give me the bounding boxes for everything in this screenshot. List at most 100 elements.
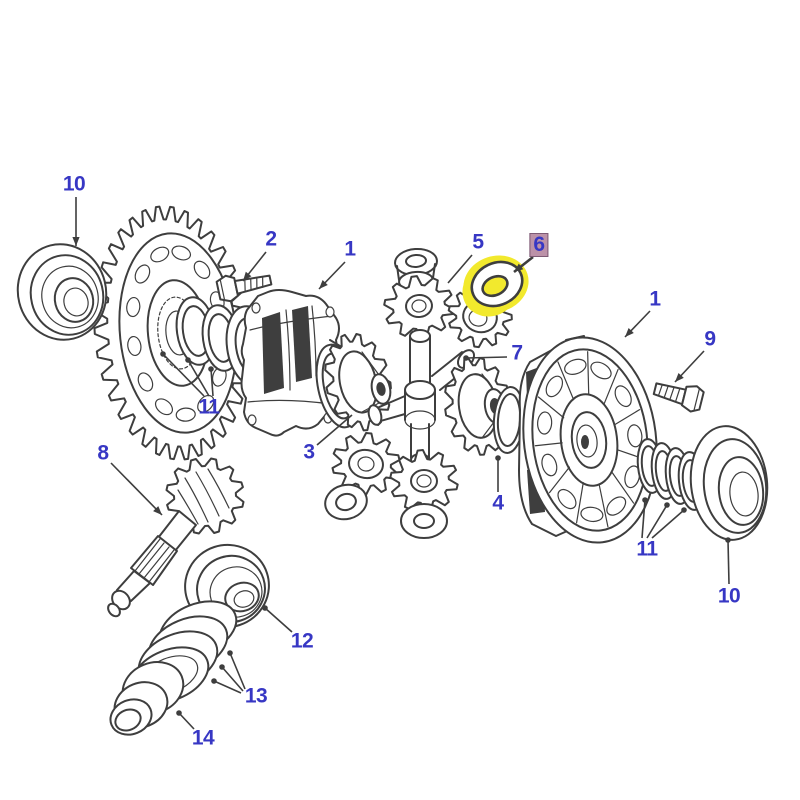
pinion-gear xyxy=(107,457,245,618)
callout-1[interactable]: 1 xyxy=(344,237,356,261)
leader-dot xyxy=(642,497,648,503)
callout-7[interactable]: 7 xyxy=(511,341,523,365)
leader-dot xyxy=(262,605,268,611)
leader-lines xyxy=(72,197,731,730)
leader-dot xyxy=(185,357,191,363)
flange-spoke xyxy=(611,472,635,504)
leader-line xyxy=(187,359,210,397)
bolt-hole xyxy=(541,453,558,477)
callout-10[interactable]: 10 xyxy=(62,172,86,196)
callout-11[interactable]: 11 xyxy=(198,395,220,419)
flange-spoke xyxy=(587,351,590,395)
callout-5[interactable]: 5 xyxy=(472,230,484,254)
bolt-hole xyxy=(557,488,577,510)
spider-pinion-bottom xyxy=(389,449,459,513)
bolt-hole xyxy=(150,246,170,263)
callout-2[interactable]: 2 xyxy=(265,227,277,251)
bearing-front-left xyxy=(16,243,108,341)
bolt-hole xyxy=(580,506,604,523)
leader-dot xyxy=(208,366,214,372)
bolt-hole xyxy=(175,407,196,422)
flange-spoke xyxy=(575,482,584,524)
spider-pinion-bottom-left xyxy=(331,432,401,496)
leader-arrowhead xyxy=(319,280,328,289)
flange-spoke xyxy=(548,466,571,494)
leader-dot xyxy=(176,710,182,716)
leader-line xyxy=(229,652,246,690)
bolt-hole xyxy=(564,358,587,375)
bolt-hole xyxy=(137,372,154,392)
flange-spoke xyxy=(614,409,641,425)
bolt-hole xyxy=(537,411,553,435)
callout-13[interactable]: 13 xyxy=(244,684,268,708)
leader-dot xyxy=(664,502,670,508)
callout-14[interactable]: 14 xyxy=(191,726,215,750)
leader-dot xyxy=(160,351,166,357)
callout-9[interactable]: 9 xyxy=(704,327,716,351)
callout-11[interactable]: 11 xyxy=(636,537,658,561)
callout-12[interactable]: 12 xyxy=(290,629,314,653)
bolt-hole xyxy=(154,398,174,416)
leader-line xyxy=(213,680,242,694)
leader-line xyxy=(727,539,730,585)
leader-line xyxy=(465,356,508,359)
thrust-washer-bottom xyxy=(400,503,448,539)
leader-line xyxy=(162,353,205,397)
bolt-hole xyxy=(127,335,142,357)
leader-arrowhead xyxy=(675,373,684,382)
thrust-washer-bottom-left xyxy=(324,483,368,521)
leader-arrowhead xyxy=(514,263,524,272)
leader-line xyxy=(178,712,195,730)
flange-spoke xyxy=(537,396,565,419)
bolt-hole xyxy=(197,394,215,413)
drive-flange-seal xyxy=(109,661,185,736)
leader-line xyxy=(221,666,244,692)
leader-line xyxy=(110,462,163,516)
callout-6-selected[interactable]: 6 xyxy=(529,233,549,257)
bolt-hole xyxy=(614,385,632,408)
callout-4[interactable]: 4 xyxy=(492,491,504,515)
bolt-hole xyxy=(606,496,627,516)
callout-1[interactable]: 1 xyxy=(649,287,661,311)
bolt-hole xyxy=(545,375,564,398)
bolt-hole xyxy=(627,424,643,448)
bolt-hole xyxy=(171,245,192,261)
thrust-washer-highlighted[interactable] xyxy=(453,247,536,326)
callout-10[interactable]: 10 xyxy=(717,584,741,608)
diff-case-right xyxy=(518,335,658,544)
leader-line xyxy=(646,504,668,539)
leader-dot xyxy=(211,678,217,684)
callout-8[interactable]: 8 xyxy=(97,441,109,465)
bolt-hole xyxy=(134,264,151,284)
leader-line xyxy=(264,607,293,633)
shims-right xyxy=(636,438,707,511)
leader-arrowhead xyxy=(72,237,80,246)
leader-dot xyxy=(495,455,501,461)
bolt-case xyxy=(652,382,705,413)
leader-dot xyxy=(463,355,469,361)
callout-3[interactable]: 3 xyxy=(303,440,315,464)
leader-arrowhead xyxy=(153,506,162,515)
bolt-hole xyxy=(590,361,612,380)
flange-spoke xyxy=(603,368,619,405)
leader-arrowhead xyxy=(625,328,634,337)
bolt-hole xyxy=(624,465,641,489)
leader-line xyxy=(641,499,646,539)
bolt-hole xyxy=(193,260,211,279)
leader-dot xyxy=(219,664,225,670)
leader-dot xyxy=(227,650,233,656)
leader-arrowhead xyxy=(243,271,252,281)
leader-line xyxy=(651,509,685,539)
flange-spoke xyxy=(557,361,575,401)
leader-line xyxy=(210,368,214,397)
bolt-hole xyxy=(126,296,141,318)
flange-spoke xyxy=(598,484,609,528)
leader-line xyxy=(447,254,473,284)
bearing-right xyxy=(689,425,769,541)
spider-pinion-top xyxy=(383,247,455,339)
leader-dot xyxy=(681,507,687,513)
bolt-ring-gear xyxy=(215,274,273,303)
leader-line xyxy=(316,414,353,446)
